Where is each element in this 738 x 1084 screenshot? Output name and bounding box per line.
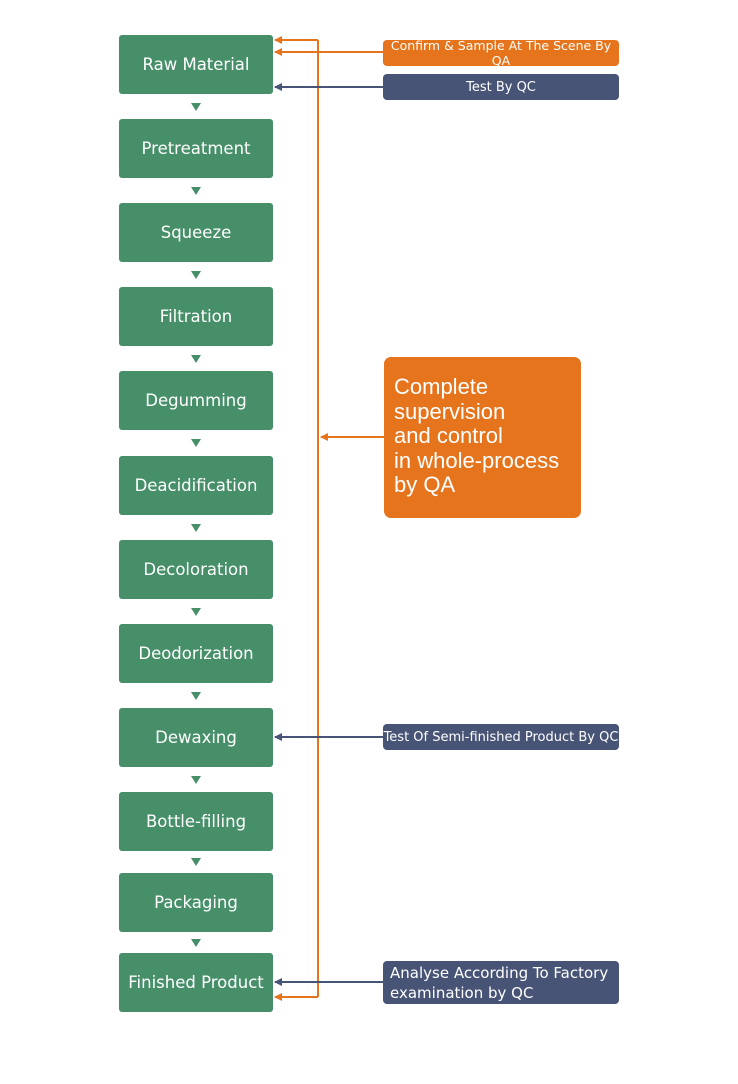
step-deacidification: Deacidification [119, 456, 273, 515]
flow-chevron-icon [191, 692, 201, 700]
step-dewaxing: Dewaxing [119, 708, 273, 767]
flow-chevron-icon [191, 103, 201, 111]
qa-supervision-box: Complete supervision and control in whol… [384, 357, 581, 518]
flow-chevron-icon [191, 187, 201, 195]
flow-chevron-icon [191, 271, 201, 279]
qc-test-label: Test By QC [383, 74, 619, 100]
flow-chevron-icon [191, 858, 201, 866]
qc-semi-finished-label: Test Of Semi-finished Product By QC [383, 724, 619, 750]
flow-chevrons [191, 103, 201, 947]
qc-factory-label: Analyse According To Factory examination… [383, 961, 619, 1004]
step-degumming: Degumming [119, 371, 273, 430]
flow-chevron-icon [191, 355, 201, 363]
flow-chevron-icon [191, 608, 201, 616]
step-packaging: Packaging [119, 873, 273, 932]
flow-chevron-icon [191, 776, 201, 784]
step-squeeze: Squeeze [119, 203, 273, 262]
flow-chevron-icon [191, 439, 201, 447]
flow-chevron-icon [191, 939, 201, 947]
step-decoloration: Decoloration [119, 540, 273, 599]
step-bottle-filling: Bottle-filling [119, 792, 273, 851]
flow-chevron-icon [191, 524, 201, 532]
qa-sample-label: Confirm & Sample At The Scene By QA [383, 38, 619, 68]
step-filtration: Filtration [119, 287, 273, 346]
step-raw-material: Raw Material [119, 35, 273, 94]
step-deodorization: Deodorization [119, 624, 273, 683]
step-pretreatment: Pretreatment [119, 119, 273, 178]
step-finished-product: Finished Product [119, 953, 273, 1012]
